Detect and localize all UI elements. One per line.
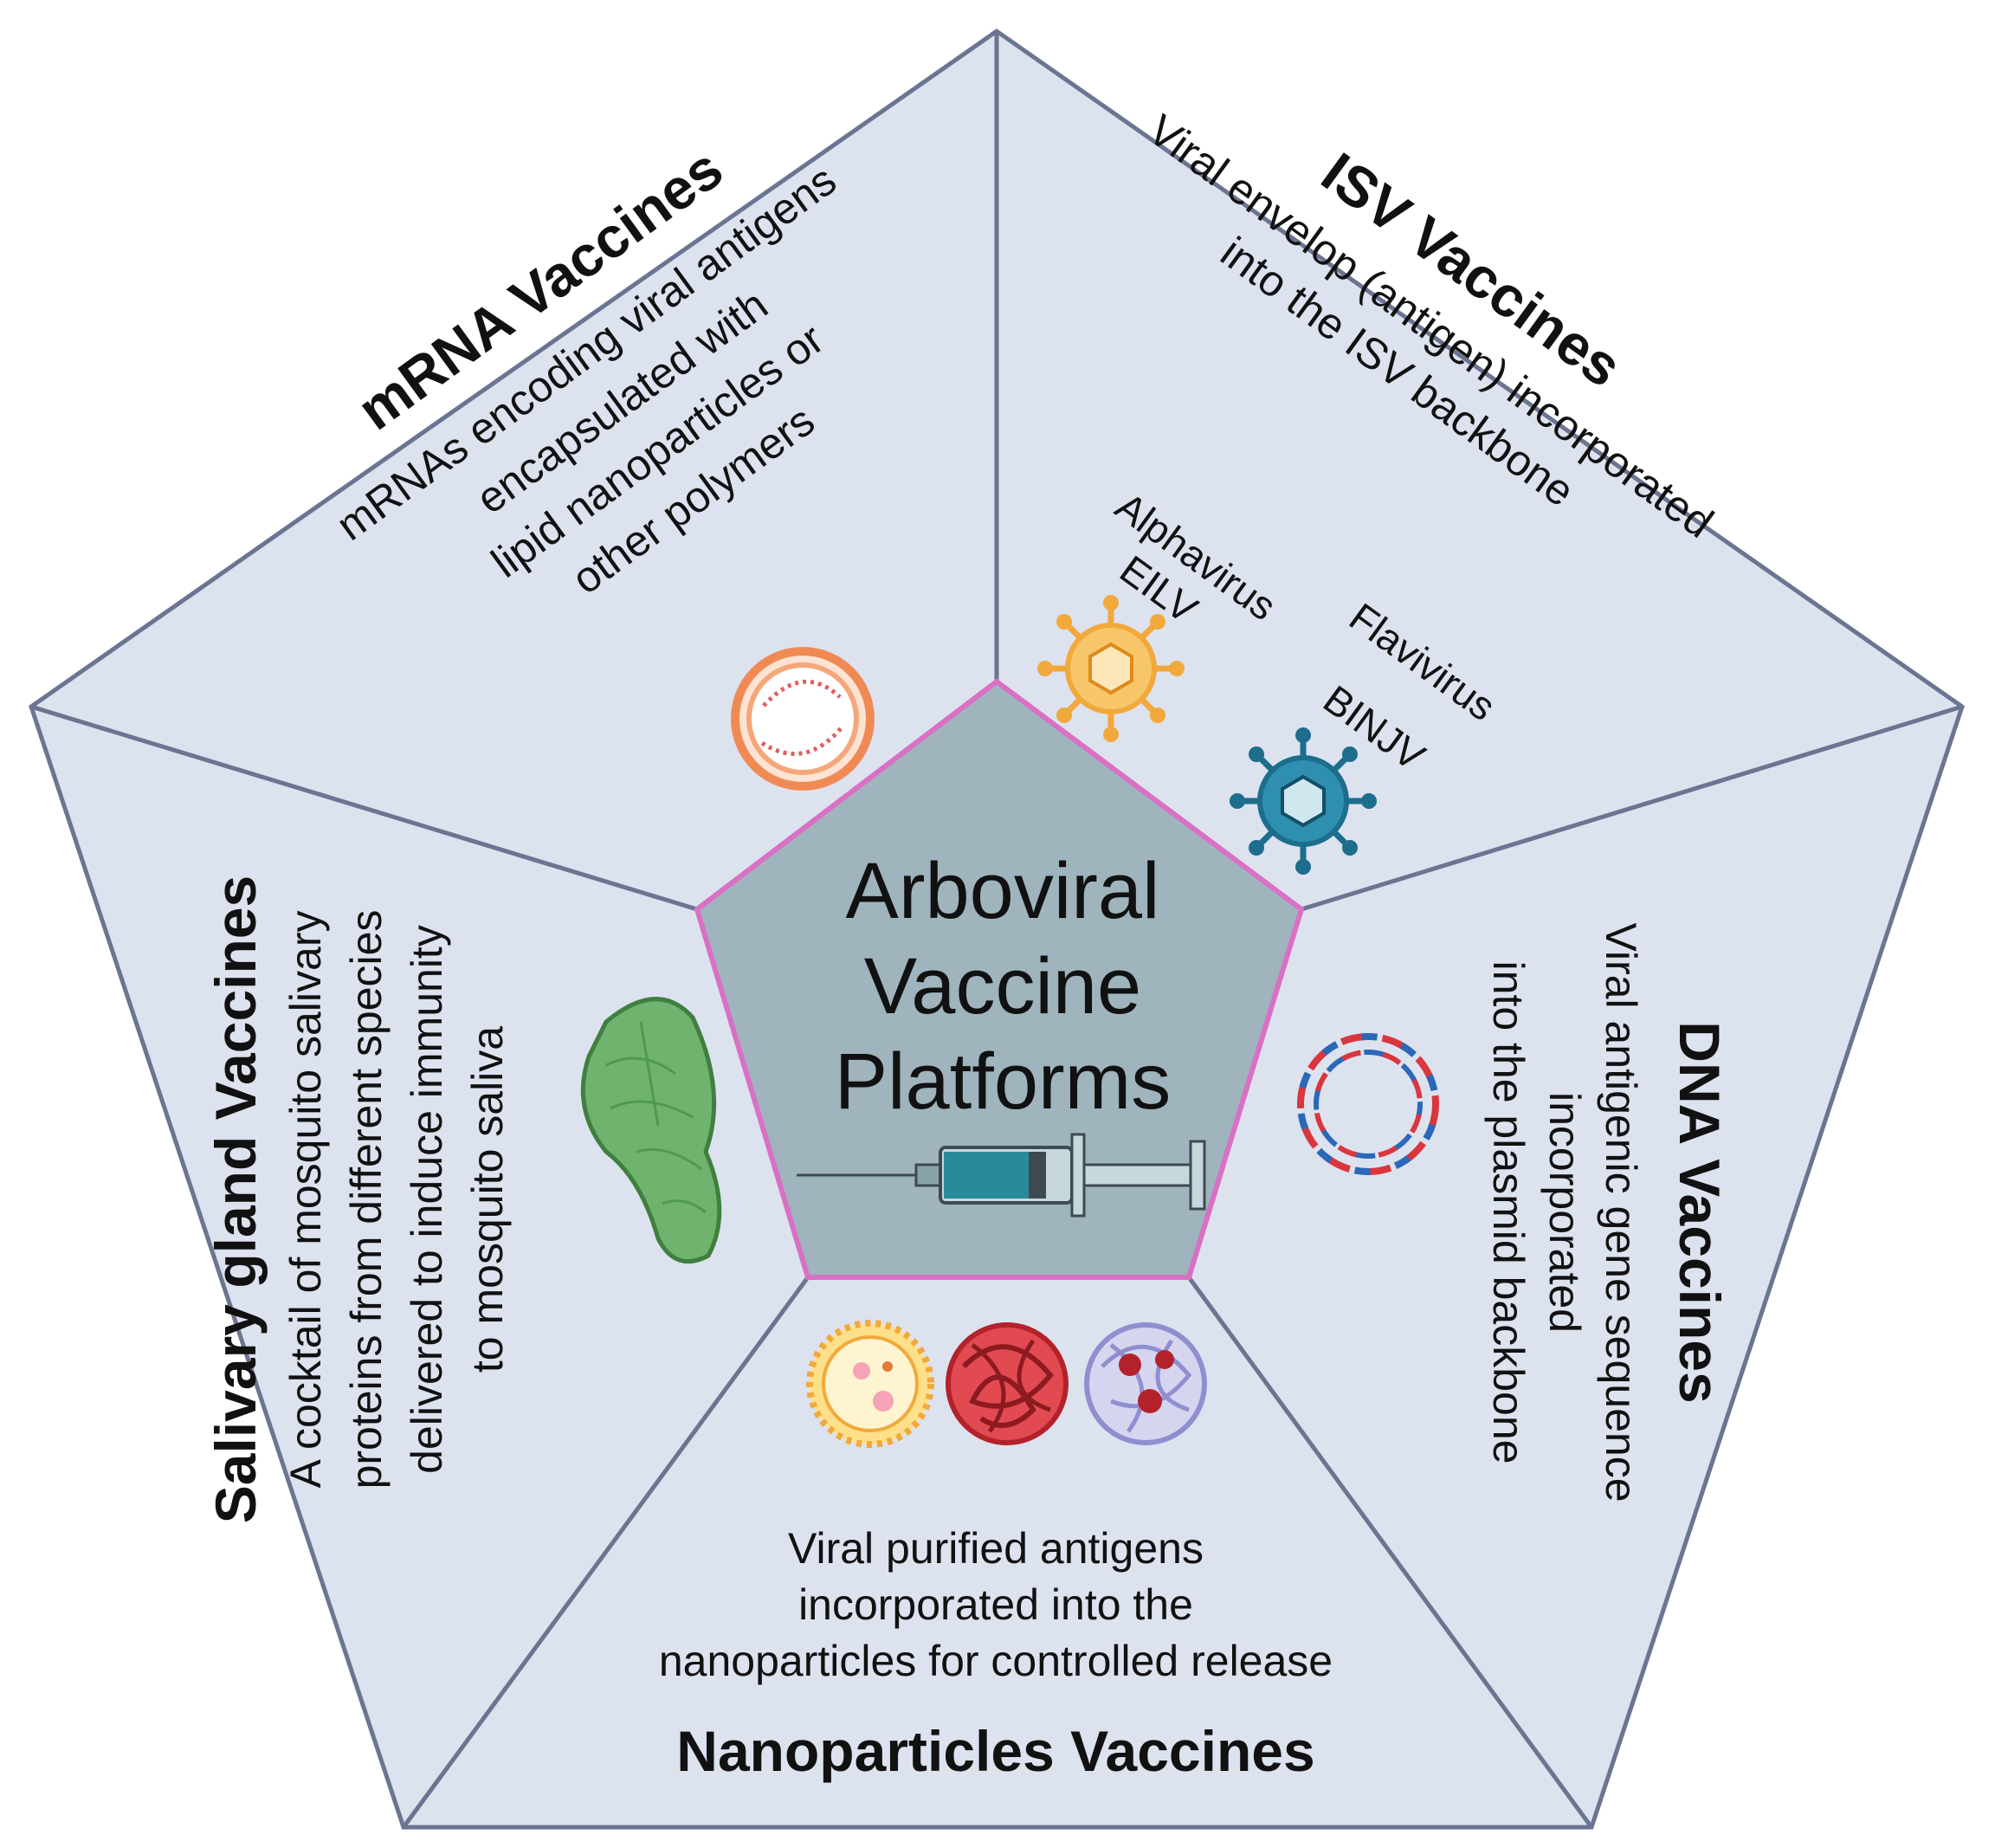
salivary-body-line: proteins from different species [342,910,391,1489]
lipid-nanoparticle-icon [731,647,875,791]
salivary-gland-icon [580,997,722,1264]
antigen-loaded-nanoparticle-icon [1084,1322,1207,1445]
center-title: Arboviral Vaccine Platforms [835,847,1172,1126]
salivary-body-line: to mosquito saliva [463,1026,512,1373]
dna-body-line: incorporated [1540,1092,1589,1333]
alphavirus-icon [1037,595,1185,742]
plasmid-icon [1297,1033,1439,1175]
liposome-icon [806,1320,934,1448]
center-title-line: Vaccine [864,942,1141,1031]
dna-section: DNA Vaccines Viral antigenic gene sequen… [1484,922,1732,1502]
flavivirus-icon [1230,727,1377,875]
section-dividers [30,31,1963,1829]
nano-body-line: nanoparticles for controlled release [659,1637,1333,1685]
center-title-line: Platforms [835,1037,1172,1126]
nano-body-line: incorporated into the [798,1580,1193,1629]
salivary-body-line: A cocktail of mosquito salivary [281,911,330,1489]
center-pentagon [694,678,1305,1280]
polymer-nanoparticle-icon [946,1322,1069,1445]
salivary-body-line: delivered to induce immunity [403,925,451,1474]
nano-section: Viral purified antigens incorporated int… [659,1524,1333,1783]
dna-body-line: into the plasmid backbone [1484,961,1533,1464]
salivary-title: Salivary gland Vaccines [203,876,268,1523]
center-title-line: Arboviral [845,847,1159,935]
nano-body-line: Viral purified antigens [788,1524,1204,1573]
dna-title: DNA Vaccines [1668,1021,1732,1403]
dna-body-line: Viral antigenic gene sequence [1597,922,1645,1502]
nano-title: Nanoparticles Vaccines [676,1719,1314,1783]
syringe-icon [797,1133,1206,1218]
salivary-section: Salivary gland Vaccines A cocktail of mo… [203,876,512,1523]
